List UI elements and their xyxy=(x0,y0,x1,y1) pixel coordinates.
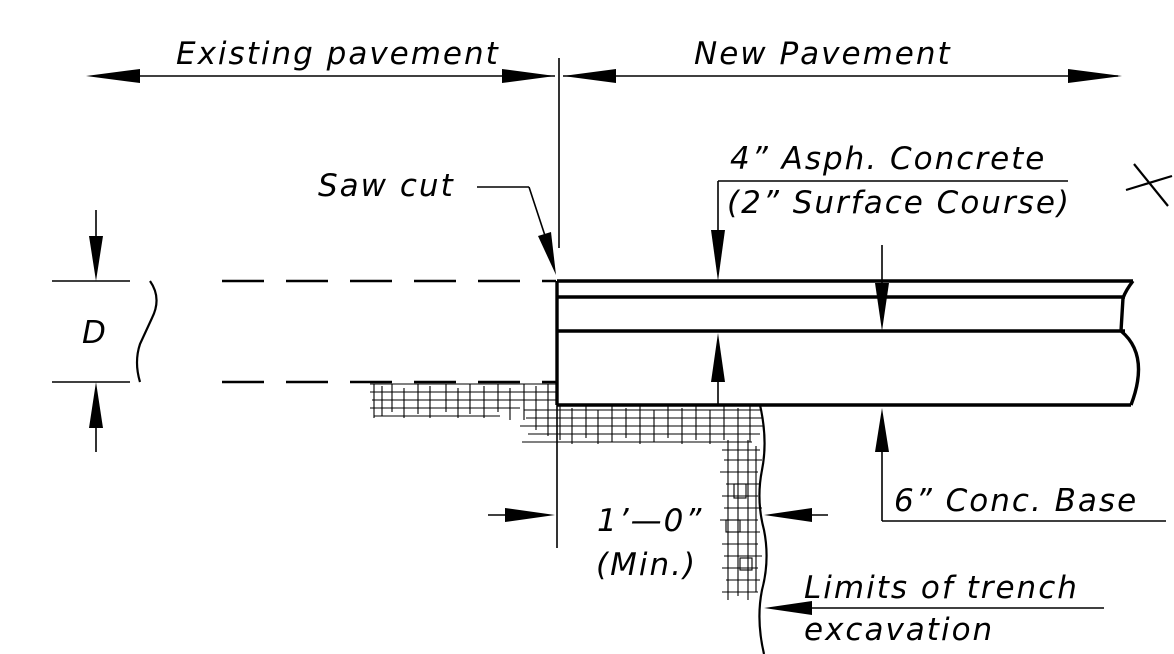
conc-base-label: 6” Conc. Base xyxy=(894,483,1138,519)
saw-cut-label: Saw cut xyxy=(318,168,455,204)
asph-concrete-callout: 4” Asph. Concrete (2” Surface Course) xyxy=(711,141,1173,281)
arrow-left-icon xyxy=(563,69,616,83)
depth-label: D xyxy=(82,315,108,351)
arrow-right-icon xyxy=(502,69,555,83)
trench-width-dimension: 1’—0” (Min.) xyxy=(488,405,828,583)
arrow-down-icon xyxy=(538,232,556,275)
break-line xyxy=(135,280,158,383)
pavement-extent-dimension: Existing pavement New Pavement xyxy=(86,36,1122,248)
arrow-left-icon xyxy=(764,508,812,522)
arrow-right-icon xyxy=(505,508,555,522)
trench-limits-callout: Limits of trench excavation xyxy=(764,570,1104,648)
trench-limits-label-line-1: Limits of trench xyxy=(804,570,1079,606)
existing-pavement xyxy=(135,279,556,384)
arrow-right-icon xyxy=(1068,69,1122,83)
trench-width-min-label: (Min.) xyxy=(596,547,697,583)
arrow-up-icon xyxy=(89,382,103,428)
conc-base-callout: 6” Conc. Base xyxy=(882,483,1166,522)
break-line xyxy=(1119,279,1141,406)
arrow-left-icon xyxy=(764,601,812,615)
asph-concrete-label: 4” Asph. Concrete xyxy=(730,141,1046,177)
arrow-down-icon xyxy=(89,236,103,281)
existing-pavement-label: Existing pavement xyxy=(176,36,500,72)
new-pavement-section xyxy=(555,279,1141,407)
trench-limit-line xyxy=(758,404,768,654)
asterisk-icon xyxy=(1125,163,1173,207)
arrow-down-icon xyxy=(875,283,889,331)
new-pavement-label: New Pavement xyxy=(694,36,952,72)
trench-width-label: 1’—0” xyxy=(597,503,703,539)
depth-dimension: D xyxy=(52,210,130,452)
trench-backfill-hatch xyxy=(370,383,764,600)
arrow-up-icon xyxy=(711,333,725,382)
layer-thickness-arrows xyxy=(711,245,889,521)
saw-cut-callout: Saw cut xyxy=(318,168,556,275)
trench-limits-label-line-2: excavation xyxy=(804,612,994,648)
arrow-up-icon xyxy=(875,408,889,452)
surface-course-label: (2” Surface Course) xyxy=(727,185,1071,221)
arrow-left-icon xyxy=(86,69,140,83)
arrow-down-icon xyxy=(711,230,725,281)
